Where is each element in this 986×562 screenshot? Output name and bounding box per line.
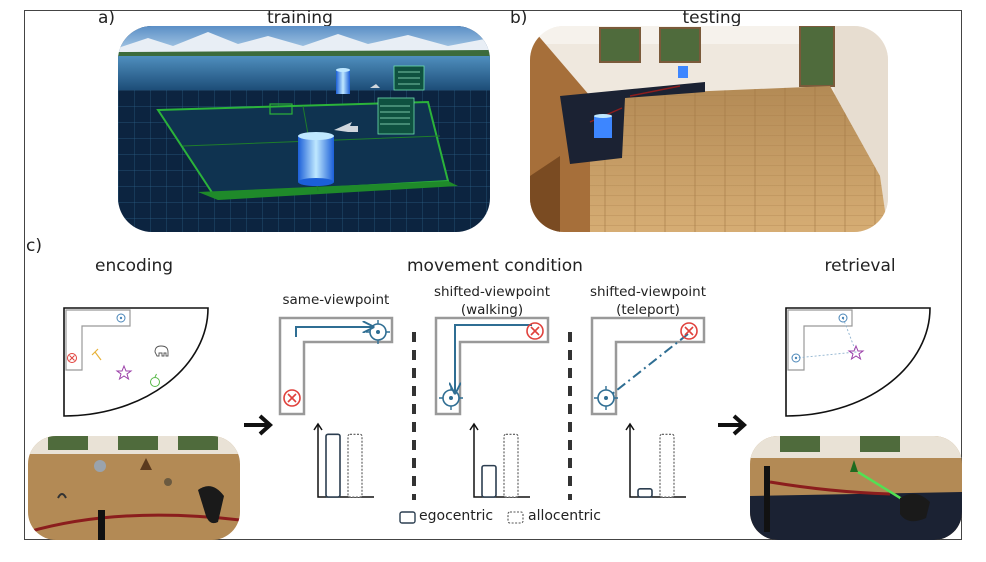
room-teleport (590, 316, 706, 416)
chart-3-bar-egocentric (637, 488, 653, 498)
panel-b-letter: b) (510, 8, 528, 28)
chart-3-bar-allocentric (659, 433, 675, 498)
chart-2-axis-arrow (469, 422, 479, 431)
condition-walking-line1: shifted-viewpoint (433, 284, 551, 300)
target-icon-teleport (680, 322, 698, 340)
encoding-elephant-icon (154, 345, 169, 357)
viewpoint-icon-teleport (594, 386, 618, 410)
encoding-map (63, 307, 209, 417)
encoding-apple-icon (150, 373, 160, 387)
encoding-star-icon (115, 364, 133, 381)
testing-scene-image (530, 26, 888, 232)
retrieval-star-icon (847, 344, 865, 361)
target-icon-walking (526, 322, 544, 340)
viewpoint-icon-walking (439, 386, 463, 410)
training-scene-image (118, 26, 490, 232)
condition-same-viewpoint-label: same-viewpoint (282, 292, 390, 308)
encoding-start-icon (116, 313, 126, 323)
encoding-vr-image (28, 436, 240, 540)
flow-arrow-left (244, 414, 273, 436)
path-same-viewpoint (295, 327, 372, 337)
chart-1-axis-arrow (313, 422, 323, 431)
panel-a-letter: a) (98, 8, 116, 28)
path-walking (455, 324, 532, 392)
retrieval-map (785, 307, 931, 417)
chart-2-bar-egocentric (481, 464, 497, 498)
figure-frame (24, 10, 962, 540)
target-icon-same (283, 389, 301, 407)
chart-3-axis-arrow (625, 422, 635, 431)
room-same-viewpoint (278, 316, 394, 416)
chart-1-bar-allocentric (347, 433, 363, 498)
movement-condition-title: movement condition (407, 256, 583, 276)
panel-c-letter: c) (26, 236, 42, 256)
legend-allocentric-label: allocentric (528, 508, 601, 524)
condition-walking-line2: (walking) (460, 302, 524, 318)
encoding-hammer-icon (91, 348, 102, 361)
retrieval-viewpoint-icon (791, 353, 801, 363)
retrieval-start-icon (838, 313, 848, 323)
chart-1-bar-egocentric (325, 433, 341, 498)
retrieval-title: retrieval (824, 256, 896, 276)
path-teleport (611, 333, 689, 395)
legend-egocentric-label: egocentric (419, 508, 494, 524)
chart-3-axis (629, 424, 686, 498)
legend-egocentric-swatch (399, 511, 416, 524)
chart-2-bar-allocentric (503, 433, 519, 498)
panel-a-title: training (267, 8, 333, 28)
retrieval-vr-image (750, 436, 962, 540)
condition-teleport-line1: shifted-viewpoint (589, 284, 707, 300)
condition-teleport-line2: (teleport) (616, 302, 680, 318)
encoding-title: encoding (95, 256, 174, 276)
room-walking (434, 316, 550, 416)
flow-arrow-right (718, 414, 747, 436)
legend-allocentric-swatch (507, 511, 524, 524)
encoding-target-x-icon (67, 353, 77, 363)
viewpoint-icon-same (366, 320, 390, 344)
panel-b-title: testing (682, 8, 742, 28)
